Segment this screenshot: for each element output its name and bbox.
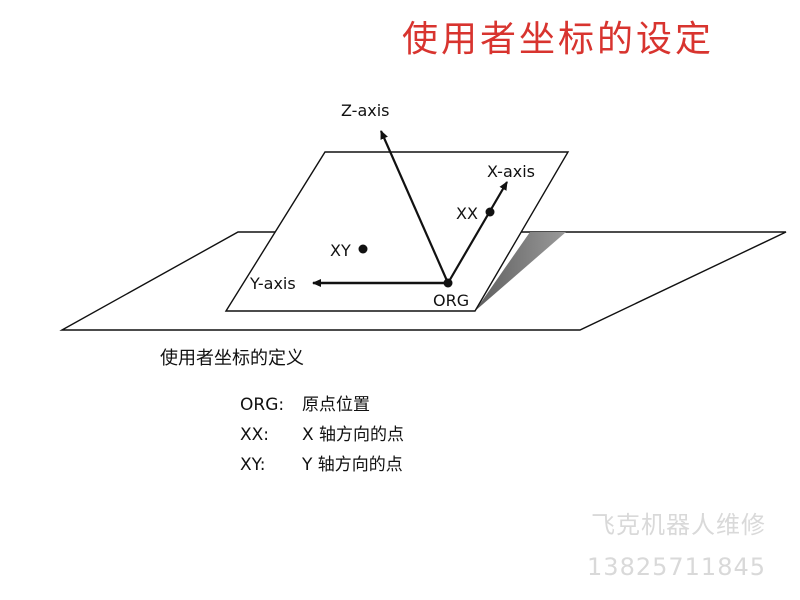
z-axis-arrow (379, 130, 450, 284)
xy-label: XY (330, 241, 351, 260)
legend-item: XY: Y 轴方向的点 (240, 450, 404, 480)
legend-desc: Y 轴方向的点 (302, 455, 403, 475)
xx-label: XX (456, 204, 478, 223)
legend-desc: 原点位置 (302, 395, 370, 415)
x-axis-arrow (447, 181, 508, 284)
legend-desc: X 轴方向的点 (302, 425, 405, 445)
legend-item: XX: X 轴方向的点 (240, 420, 404, 450)
z-axis-label: Z-axis (341, 101, 390, 120)
legend-term: XX: (240, 425, 270, 445)
org-label: ORG (433, 291, 469, 310)
legend-item: ORG: 原点位置 (240, 390, 404, 420)
user-plane (224, 151, 570, 312)
watermark-name: 飞克机器人维修 (591, 511, 766, 539)
legend-term: XY: (240, 455, 266, 475)
legend-heading: 使用者坐标的定义 (160, 348, 304, 369)
plane-shadow (475, 232, 566, 311)
y-axis-label: Y-axis (249, 274, 296, 293)
page-title: 使用者坐标的设定 (402, 19, 715, 60)
org-point (443, 278, 453, 288)
legend-term: ORG: (240, 395, 285, 415)
legend: ORG: 原点位置 XX: X 轴方向的点 XY: Y 轴方向的点 (240, 390, 404, 480)
xy-point (358, 244, 368, 254)
watermark-phone: 13825711845 (587, 553, 766, 581)
xx-point (485, 207, 495, 217)
x-axis-label: X-axis (487, 162, 535, 181)
